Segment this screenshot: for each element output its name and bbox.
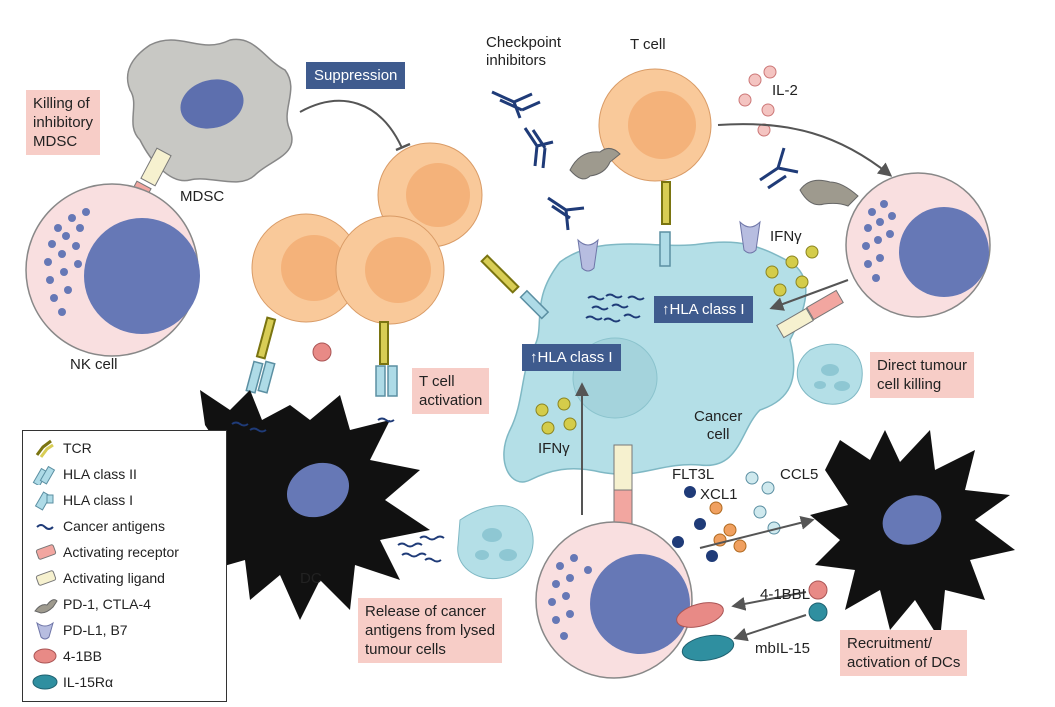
- tcr-back-to-cancer: [480, 254, 520, 294]
- cancer-cell-label: Cancer cell: [694, 408, 743, 443]
- pd1-ctla4-icon: [31, 593, 59, 615]
- ifng-right-label: IFNγ: [770, 228, 802, 245]
- pdl1-right: [739, 220, 761, 254]
- flt3l-label: FLT3L: [672, 466, 715, 483]
- pdl1-left: [577, 238, 599, 272]
- legend-label: PD-L1, B7: [63, 622, 128, 638]
- 4-1bb-dot: [312, 342, 332, 362]
- suppression-arrow: [299, 99, 403, 149]
- suppression-box: Suppression: [306, 62, 406, 89]
- dc-left-nucleus: [286, 462, 350, 518]
- hla-upregulation-right-box: ↑HLA class I: [654, 296, 753, 323]
- 4-1bbl-label: 4-1BBL: [760, 586, 811, 603]
- il15ra-icon: [31, 671, 59, 693]
- ifng-right-arrow: [769, 279, 849, 311]
- ifng-left-molecules: [535, 397, 577, 435]
- il2-label: IL-2: [772, 82, 798, 99]
- pd1-right: [799, 179, 859, 207]
- mbil15-dot: [808, 602, 828, 622]
- nk-nucleus-left: [84, 218, 200, 334]
- activating-receptor-nk-right: [806, 289, 844, 321]
- legend-label: PD-1, CTLA-4: [63, 596, 151, 612]
- nk-cell-label: NK cell: [70, 356, 118, 373]
- hla-class-ii-on-dc: [245, 360, 398, 397]
- activating-receptor-icon: [31, 541, 59, 563]
- legend: TCR HLA class II HLA class I Cancer antigen…: [22, 430, 227, 702]
- recruitment-dc-box: Recruitment/ activation of DCs: [840, 630, 968, 676]
- tcr-top: [661, 181, 671, 225]
- il2-arrow: [717, 123, 893, 177]
- 4-1bb-on-nk: [676, 602, 724, 628]
- activating-ligand-icon: [31, 567, 59, 589]
- legend-label: TCR: [63, 440, 92, 456]
- mbil15-label: mbIL-15: [755, 640, 811, 657]
- nk-granules-right: [862, 200, 896, 282]
- cancer-antigen-icon: [31, 515, 59, 537]
- t-cell-top-core: [628, 91, 696, 159]
- lysed-tumour-cell-left: [457, 505, 534, 580]
- activating-ligand-bottom: [613, 444, 633, 494]
- t-cell-left-core: [281, 235, 347, 301]
- tcr-left: [255, 316, 277, 360]
- legend-label: 4-1BB: [63, 648, 102, 664]
- hla-class-i-icon: [31, 489, 59, 511]
- legend-label: IL-15Rα: [63, 674, 114, 690]
- dc-left-antigens: [231, 417, 395, 433]
- 4-1bbl-dot: [808, 580, 828, 600]
- 4-1bbl-arrow: [731, 591, 807, 611]
- legend-label: HLA class I: [63, 492, 134, 508]
- ifng-right-molecules: [765, 245, 819, 297]
- legend-label: Activating ligand: [63, 570, 165, 586]
- checkpoint-inhibitors-label: Checkpoint inhibitors: [486, 34, 562, 69]
- ccl5-label: CCL5: [780, 466, 819, 483]
- xcl1-label: XCL1: [700, 486, 738, 503]
- release-antigens-box: Release of cancer antigens from lysed tu…: [358, 598, 503, 663]
- pd1-top: [569, 148, 621, 180]
- chemokine-arrow: [699, 515, 815, 549]
- dc-right-nucleus: [882, 495, 942, 545]
- t-cell-activation-box: T cell activation: [412, 368, 490, 414]
- direct-killing-box: Direct tumour cell killing: [870, 352, 975, 398]
- il15ra-on-nk: [681, 634, 735, 662]
- dc-label: DC: [300, 570, 322, 587]
- pdl1-b7-icon: [31, 619, 59, 641]
- t-cell-label: T cell: [630, 36, 666, 53]
- released-antigens: [397, 535, 445, 563]
- nk-nucleus-right: [899, 207, 989, 297]
- mdsc-label: MDSC: [180, 188, 225, 205]
- nk-granules-left: [44, 208, 90, 316]
- t-cell-front-core: [365, 237, 431, 303]
- tcr-icon: [31, 437, 59, 459]
- lysed-vesicles-left: [475, 528, 517, 561]
- mdsc-nucleus: [180, 79, 244, 129]
- legend-label: Cancer antigens: [63, 518, 165, 534]
- hla-upregulation-left-box: ↑HLA class I: [522, 344, 621, 371]
- checkpoint-antibodies: [491, 90, 799, 231]
- hla-class-ii-icon: [31, 463, 59, 487]
- activating-receptor-bottom: [613, 489, 633, 527]
- t-cell-back-core: [406, 163, 470, 227]
- ifng-left-label: IFNγ: [538, 440, 570, 457]
- 4-1bb-icon: [31, 645, 59, 667]
- legend-label: Activating receptor: [63, 544, 179, 560]
- nk-nucleus-bottom: [590, 554, 690, 654]
- hla-class-i-on-cancer-left: [519, 289, 550, 320]
- activating-ligand-mdsc: [140, 147, 172, 187]
- tcr-front: [379, 321, 389, 365]
- activating-ligand-cancer: [776, 307, 814, 339]
- mbil15-arrow: [733, 614, 807, 642]
- lysed-vesicles-right: [814, 364, 850, 391]
- legend-label: HLA class II: [63, 466, 137, 482]
- il2-molecules: [738, 65, 777, 137]
- hla-class-i-on-cancer-top: [659, 231, 671, 267]
- killing-mdsc-box: Killing of inhibitory MDSC: [26, 90, 101, 155]
- nk-granules-bottom: [548, 554, 592, 640]
- cancer-antigens-cluster: [585, 293, 645, 323]
- suppression-bar: [395, 142, 411, 152]
